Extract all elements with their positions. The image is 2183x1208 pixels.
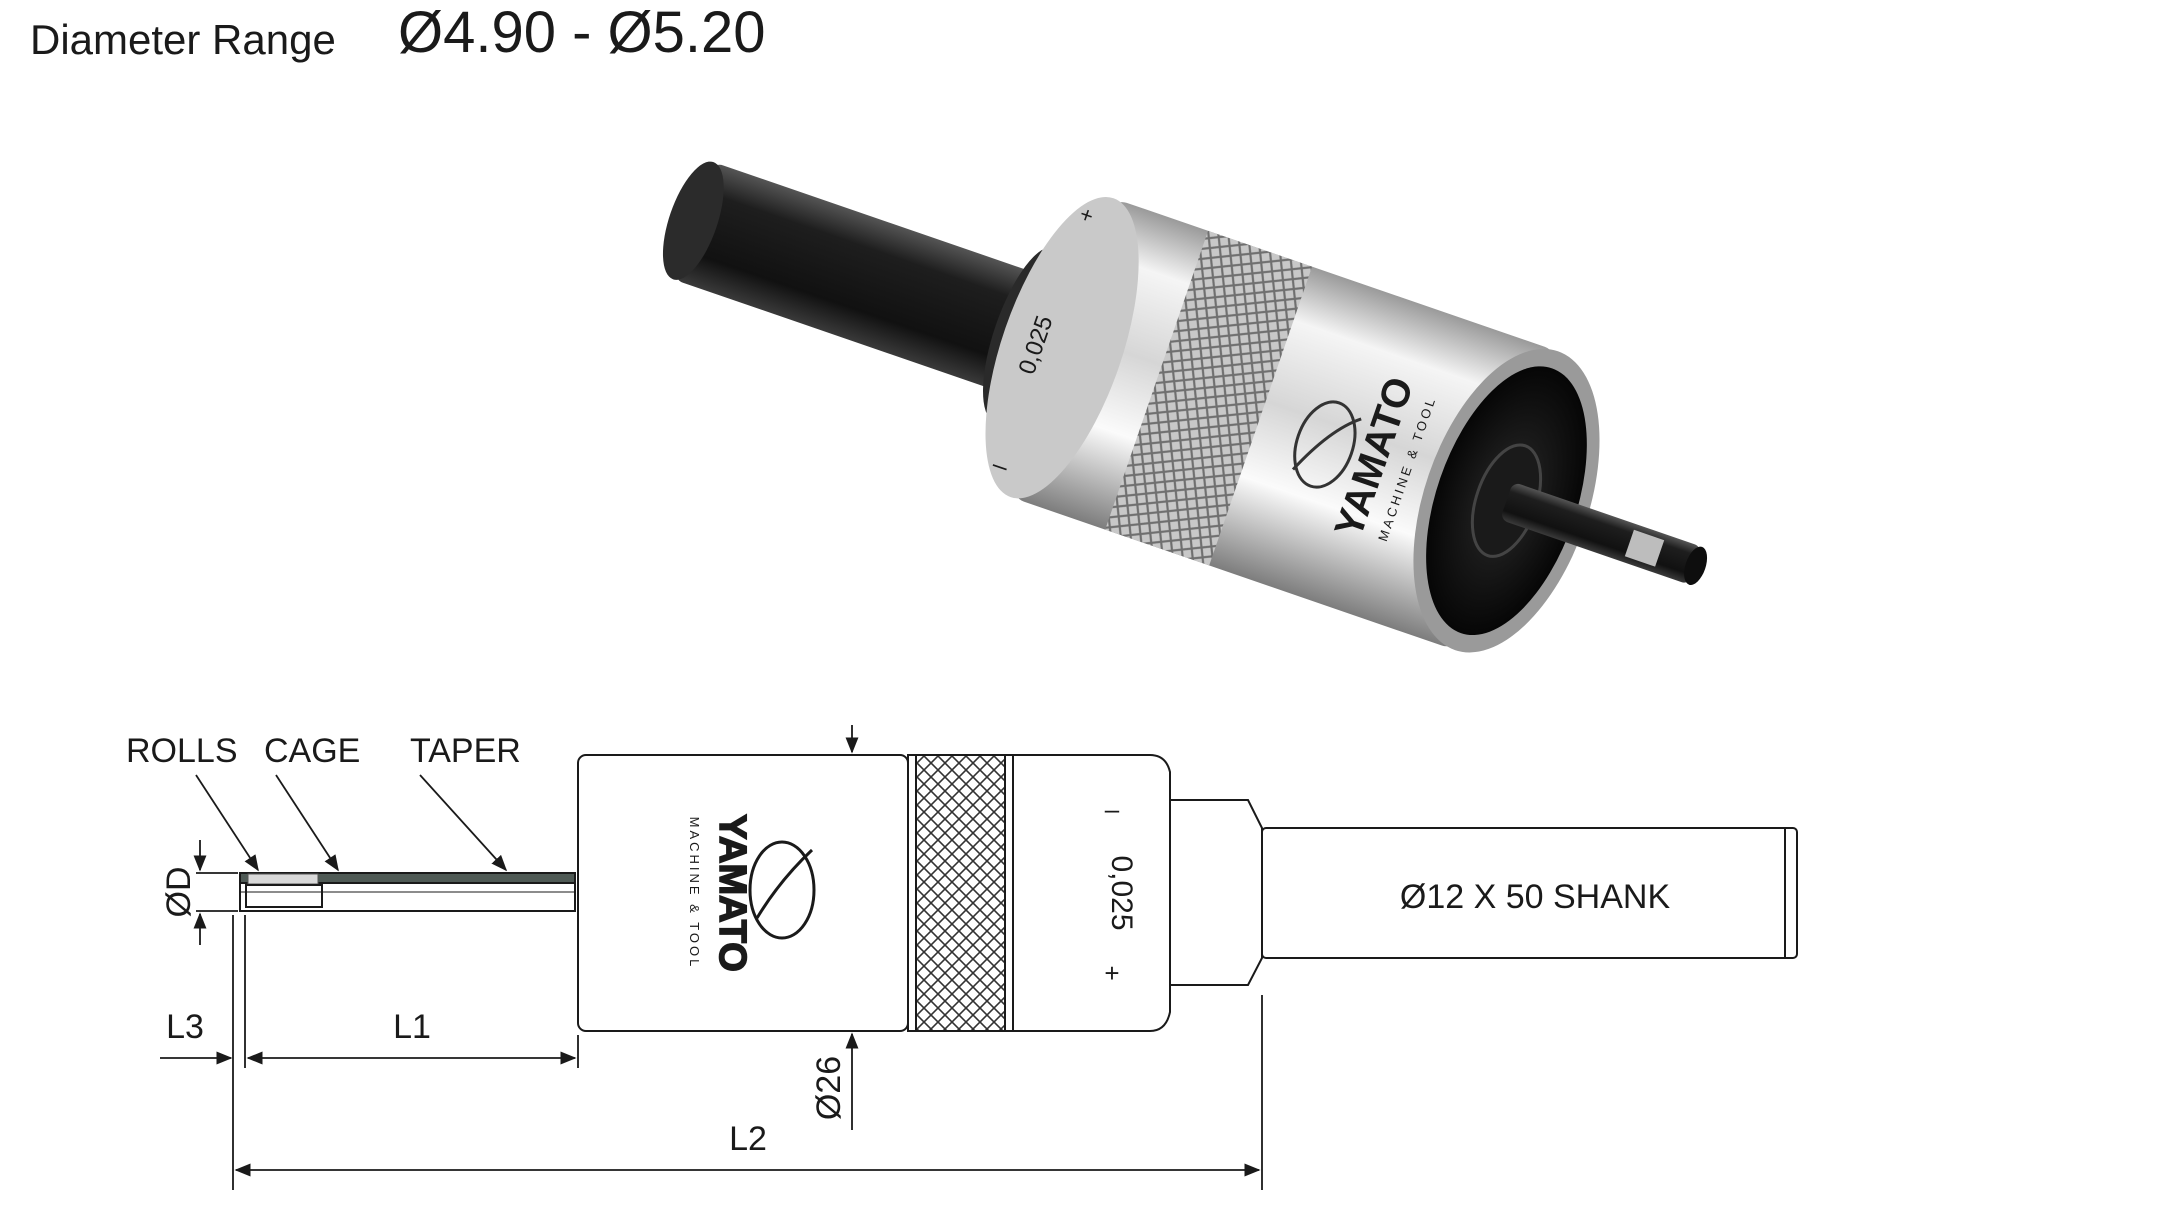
leader-cage xyxy=(275,774,339,872)
render-body-back xyxy=(985,197,1139,499)
callouts: ROLLS CAGE TAPER xyxy=(126,732,521,872)
render-brand-logo xyxy=(1293,400,1357,489)
diameter-range-value: Ø4.90 - Ø5.20 xyxy=(398,0,766,65)
shank-label: Ø12 X 50 SHANK xyxy=(1400,878,1671,916)
header: Diameter Range Ø4.90 - Ø5.20 xyxy=(30,0,766,65)
dim-d-label: ØD xyxy=(160,867,198,918)
dim-body-label: Ø26 xyxy=(810,1056,848,1120)
technical-drawing xyxy=(239,754,1798,1032)
callout-rolls: ROLLS xyxy=(126,732,238,770)
callout-taper: TAPER xyxy=(410,732,521,770)
knurl-band xyxy=(915,754,1006,1032)
product-render: 0,025 + – YAMATO MACHINE & TOOL xyxy=(662,161,1708,653)
render-shank xyxy=(675,164,1061,398)
drawing-scale-label: 0,025 xyxy=(1105,855,1138,930)
render-knurl-ring xyxy=(1105,230,1313,566)
cage-window xyxy=(245,884,323,908)
render-shank-end xyxy=(662,161,724,280)
drawing-minus-sign: – xyxy=(1105,794,1120,824)
leader-taper xyxy=(419,774,508,872)
callout-cage: CAGE xyxy=(264,732,360,770)
shank-section xyxy=(1261,827,1798,959)
diameter-range-label: Diameter Range xyxy=(30,16,336,63)
drawing-plus-sign: + xyxy=(1104,958,1119,988)
dim-l1-label: L1 xyxy=(393,1008,431,1046)
drawing-brand: YAMATO xyxy=(711,814,753,972)
collar-section xyxy=(1169,799,1263,986)
dim-l3-label: L3 xyxy=(166,1008,204,1046)
render-roll xyxy=(1624,529,1665,567)
roll-strip xyxy=(247,873,319,885)
tool-tip xyxy=(239,872,576,912)
dimensions xyxy=(160,725,1263,1190)
body-rear-section xyxy=(1012,754,1171,1032)
drawing-brand-logo xyxy=(748,840,816,940)
dim-l2-label: L2 xyxy=(729,1120,767,1158)
dimension-labels: ØD L3 L1 L2 Ø26 xyxy=(160,867,848,1159)
drawing-brand-sub: MACHINE & TOOL xyxy=(687,817,702,970)
taper-strip xyxy=(239,872,576,884)
render-pilot-tip xyxy=(1684,546,1708,585)
leader-rolls xyxy=(195,774,259,872)
drawing-labels: YAMATO MACHINE & TOOL 0,025 – + Ø12 X 50… xyxy=(687,794,1670,988)
